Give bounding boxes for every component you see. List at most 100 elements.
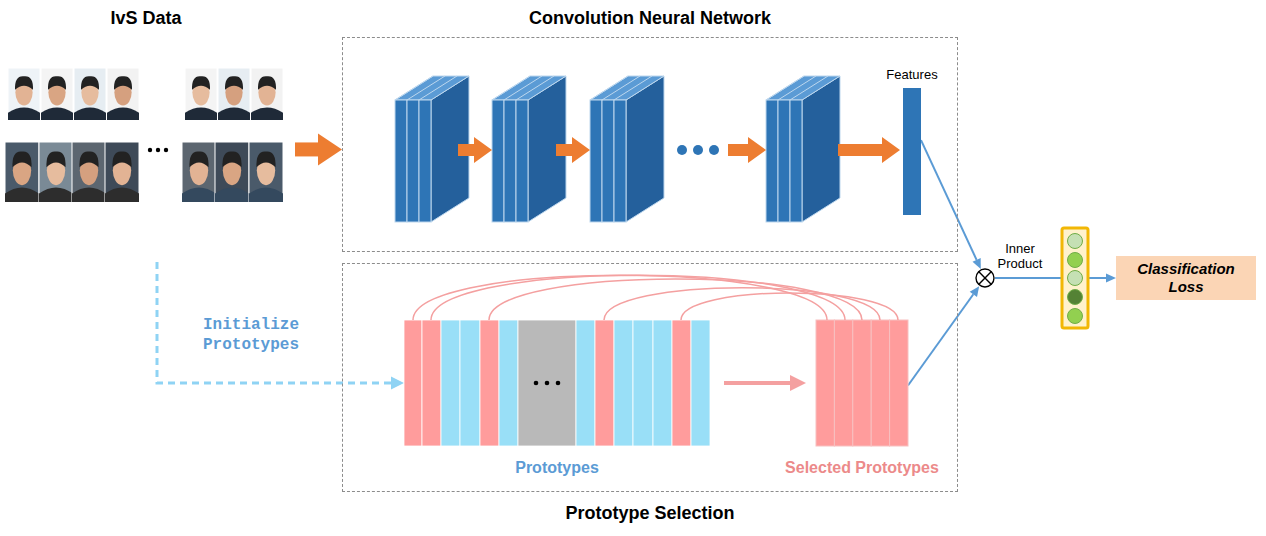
block-layer-edge	[516, 76, 554, 100]
node-heading: Features	[886, 67, 937, 83]
feature-vector: Features	[903, 88, 921, 215]
prototype-slot	[614, 320, 633, 446]
prototype-slot	[633, 320, 653, 446]
face-photo	[215, 142, 249, 202]
photo-frame	[218, 68, 250, 120]
connector	[157, 262, 404, 390]
prototype-slot	[653, 320, 672, 446]
arrowhead	[790, 375, 806, 391]
block-layer-edge	[419, 76, 457, 100]
loss-box: Classification Loss	[1116, 256, 1256, 300]
photo-hair	[189, 152, 208, 168]
photo-hair	[114, 76, 132, 90]
photo-frame	[8, 68, 40, 120]
vector-frame	[1062, 228, 1088, 328]
block-layer-edge	[492, 76, 530, 100]
face-photo	[74, 68, 106, 120]
photo-hair	[48, 76, 66, 90]
prototype-slot	[460, 320, 480, 446]
block-layer-edge	[778, 76, 816, 100]
selected-slot	[834, 320, 852, 446]
node-heading: Selected Prototypes	[785, 458, 939, 477]
operator-symbol	[975, 268, 995, 288]
prototype-slot	[441, 320, 460, 446]
connector-line	[157, 262, 391, 383]
operator-cross	[979, 272, 992, 285]
selection-arc	[413, 275, 827, 320]
block-layer-edge	[590, 76, 628, 100]
photo-shirt	[8, 108, 40, 120]
ellipsis-dot	[545, 381, 550, 386]
face-photo	[8, 68, 40, 120]
block-side	[802, 76, 840, 222]
operator-circle: Inner Product	[975, 268, 995, 288]
selected-slot	[871, 320, 889, 446]
ellipsis-dot	[164, 148, 168, 152]
ellipsis-dot	[709, 145, 719, 155]
vector-cell	[1068, 290, 1083, 305]
vector-cell	[1068, 253, 1083, 268]
block-top	[492, 76, 566, 100]
operator-ring	[976, 269, 994, 287]
prototype-slot	[595, 320, 614, 446]
prototype-slot	[422, 320, 441, 446]
photo-frame	[5, 142, 39, 202]
vector-cell	[1068, 234, 1083, 249]
prototype-slot	[672, 320, 691, 446]
photo-shirt	[5, 188, 39, 202]
photo-shirt	[182, 188, 216, 202]
block-layer	[614, 100, 626, 222]
prototype-slot	[499, 320, 518, 446]
photo-frame	[107, 68, 139, 120]
photo-frame	[185, 68, 217, 120]
block-layer	[395, 100, 407, 222]
photo-hair	[81, 76, 99, 90]
photo-hair	[225, 76, 243, 90]
photo-shirt	[39, 188, 73, 202]
connector-line	[908, 294, 973, 385]
conv-block	[766, 76, 840, 222]
face-photo	[39, 142, 73, 202]
face-photo	[185, 68, 217, 120]
ellipsis-dot	[148, 148, 152, 152]
block-layer-edge	[504, 76, 542, 100]
ellipsis-dot	[156, 148, 160, 152]
photo-frame	[105, 142, 139, 202]
block-layer-edge	[790, 76, 828, 100]
group-box: Prototype SelectionPrototypesSelected Pr…	[342, 263, 958, 492]
face-photo	[251, 68, 283, 120]
flow-arrow	[728, 137, 766, 163]
arrowhead	[391, 377, 404, 390]
arrowhead	[973, 258, 981, 269]
flow-arrow	[556, 137, 590, 163]
block-layer-edge	[602, 76, 640, 100]
photo-shirt	[185, 108, 217, 120]
photo-frame	[41, 68, 73, 120]
prototype-slot	[576, 320, 595, 446]
selected-slot	[853, 320, 871, 446]
photo-shirt	[105, 188, 139, 202]
prototype-slot	[404, 320, 422, 446]
photo-frame	[182, 142, 216, 202]
node-heading: Convolution Neural Network	[529, 8, 771, 30]
flow-arrow	[838, 137, 900, 163]
conv-block	[395, 76, 469, 222]
arrowhead	[1106, 274, 1116, 283]
block-layer-edge	[395, 76, 433, 100]
prototype-bank: Selected Prototypes	[816, 320, 908, 446]
connector	[995, 274, 1116, 283]
photo-hair	[46, 152, 65, 168]
connector	[921, 140, 981, 269]
prototype-slot	[691, 320, 710, 446]
ellipsis-dot	[534, 381, 539, 386]
block-layer	[516, 100, 528, 222]
photo-hair	[15, 76, 33, 90]
photo-hair	[256, 152, 275, 168]
face-photo	[107, 68, 139, 120]
connector-line	[724, 381, 790, 385]
block-layer	[419, 100, 431, 222]
selection-arc	[604, 288, 880, 320]
block-top	[766, 76, 840, 100]
photo-frame	[74, 68, 106, 120]
